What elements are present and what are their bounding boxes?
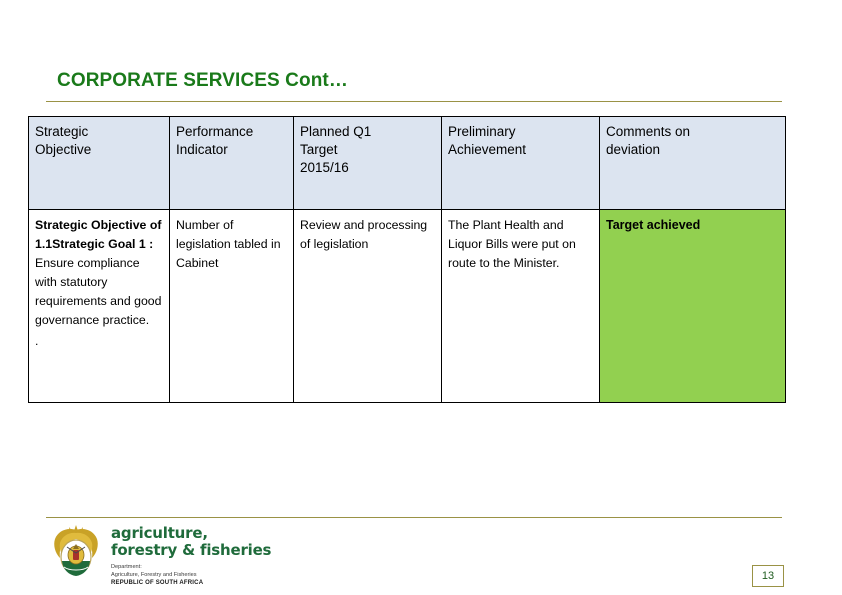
cell-performance-indicator: Number of legislation tabled in Cabinet [169,209,294,403]
header-line-2: Indicator [176,142,228,158]
dept-line-3: REPUBLIC OF SOUTH AFRICA [111,580,204,587]
column-header-planned-q1-target: Planned Q1 Target 2015/16 [293,116,442,210]
header-line-3: 2015/16 [300,160,349,176]
page-number-badge: 13 [752,565,784,587]
title-divider [46,101,782,102]
footer-divider [46,517,782,518]
cell-comments-on-deviation: Target achieved [599,209,786,403]
header-line-2: Objective [35,142,92,158]
header-line-1: Preliminary [448,124,516,139]
dept-line-2: Agriculture, Forestry and Fisheries [111,571,197,578]
column-header-preliminary-achievement: Preliminary Achievement [441,116,600,210]
logo-department-block: Department: Agriculture, Forestry and Fi… [111,563,271,589]
cell-planned-q1-target: Review and processing of legislation [293,209,442,403]
header-line-1: Planned Q1 [300,124,372,139]
header-line-2: deviation [606,142,661,158]
column-header-strategic-objective: Strategic Objective [28,116,170,210]
strategic-objective-label: Strategic Objective of 1.1Strategic Goal… [35,218,162,252]
logo-wordmark: agriculture, forestry & fisheries Depart… [111,523,271,588]
page-title: CORPORATE SERVICES Cont… [57,70,348,91]
status-badge: Target achieved [606,218,701,232]
header-line-2: Target [300,142,338,158]
header-line-1: Strategic [35,124,89,139]
wordmark-line-1: agriculture, [111,524,208,542]
strategic-objective-text: Ensure compliance with statutory require… [35,256,162,328]
dept-line-1: Department: [111,563,142,570]
results-table: Strategic Objective Performance Indicato… [28,116,786,403]
column-header-performance-indicator: Performance Indicator [169,116,294,210]
strategic-objective-trailing: . [35,334,39,349]
header-line-1: Performance [176,124,254,139]
table-row: Strategic Objective of 1.1Strategic Goal… [28,209,786,403]
header-line-2: Achievement [448,142,527,158]
table-header-row: Strategic Objective Performance Indicato… [28,116,786,210]
wordmark-line-2: forestry & fisheries [111,540,272,559]
coat-of-arms-icon [54,525,98,576]
results-table-container: Strategic Objective Performance Indicato… [28,116,786,403]
cell-strategic-objective: Strategic Objective of 1.1Strategic Goal… [28,209,170,403]
column-header-comments-on-deviation: Comments on deviation [599,116,786,210]
department-logo: agriculture, forestry & fisheries Depart… [50,523,271,588]
header-line-1: Comments on [606,124,691,139]
cell-preliminary-achievement: The Plant Health and Liquor Bills were p… [441,209,600,403]
